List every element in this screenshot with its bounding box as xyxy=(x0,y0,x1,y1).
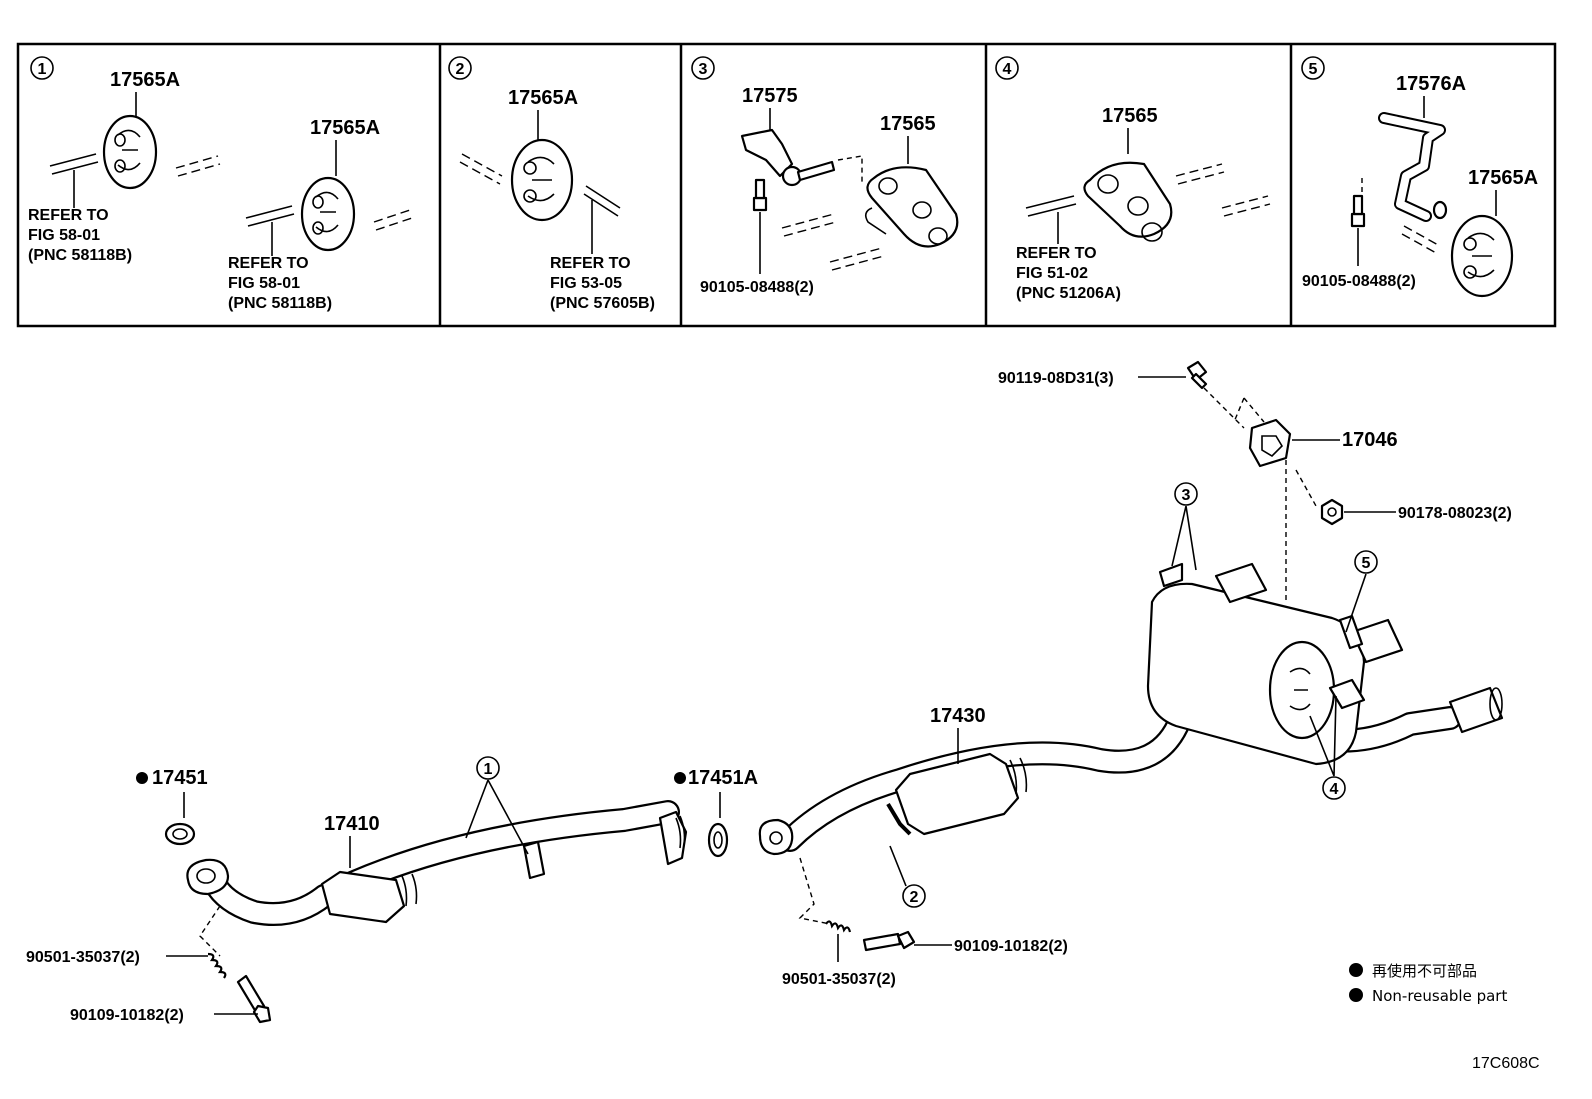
rear-spring-label: 90501-35037(2) xyxy=(782,971,896,988)
legend: 再使用不可部品 Non-reusable part xyxy=(1349,962,1507,1005)
callout-4: 4 xyxy=(1309,695,1346,800)
panel-2-ref-line1: REFER TO xyxy=(550,255,631,272)
panel-3: 3 17575 17565 90105-08488(2) xyxy=(691,56,959,296)
flange-icon xyxy=(186,858,230,896)
bolt-icon xyxy=(1350,194,1366,228)
hanger-rod-icon xyxy=(1378,112,1448,222)
gasket-left-label: 17451 xyxy=(152,767,208,789)
bolt-icon xyxy=(862,930,916,952)
panel-5: 5 17576A 90105-08488(2) 17565A xyxy=(1301,56,1538,298)
gasket-17451a: 17451A xyxy=(674,767,758,858)
panel-3-bolt-label: 90105-08488(2) xyxy=(700,279,814,296)
tailpipe-assembly-17430 xyxy=(758,562,1504,856)
callout-1: 1 xyxy=(465,756,529,855)
rubber-hanger-icon xyxy=(300,176,356,252)
panel-1-ref-a-line3: (PNC 58118B) xyxy=(28,247,132,264)
rubber-block-icon xyxy=(1083,161,1173,242)
hanger-bracket-icon xyxy=(740,128,836,187)
panel-1: 1 17565A REFER TO FIG 58-01 (PNC 58118B)… xyxy=(28,56,413,312)
panel-3-bracket-label: 17575 xyxy=(742,85,798,107)
rear-mount-group: 90119-08D31(3) 17046 90178-08023(2) xyxy=(998,360,1512,600)
mount-bolt-label: 90119-08D31(3) xyxy=(998,370,1114,387)
panel-5-hanger-label: 17565A xyxy=(1468,167,1538,189)
panel-1-ref-a-line1: REFER TO xyxy=(28,207,109,224)
spring-icon xyxy=(825,920,852,933)
panel-1-part-label-b: 17565A xyxy=(310,117,380,139)
spring-icon xyxy=(207,952,227,979)
panel-1-ref-b-line2: FIG 58-01 xyxy=(228,275,300,292)
panel-1-part-label-a: 17565A xyxy=(110,69,180,91)
panel-1-ref-b-line1: REFER TO xyxy=(228,255,309,272)
nut-icon xyxy=(1320,498,1344,526)
callout-4-number: 4 xyxy=(1330,781,1339,798)
callout-5-number: 5 xyxy=(1362,555,1371,572)
panel-4-part-label: 17565 xyxy=(1102,105,1158,127)
rubber-block-icon xyxy=(864,166,959,248)
panel-3-number: 3 xyxy=(699,61,708,78)
gasket-17451: 17451 xyxy=(136,767,208,846)
panel-2-ref-line3: (PNC 57605B) xyxy=(550,295,655,312)
callout-2-number: 2 xyxy=(910,889,919,906)
gasket-right-label: 17451A xyxy=(688,767,758,789)
callout-5: 5 xyxy=(1345,550,1378,633)
diagram-code: 17C608C xyxy=(1472,1055,1540,1072)
tailpipe-label: 17430 xyxy=(930,705,986,727)
panel-4-number: 4 xyxy=(1003,61,1012,78)
panel-4: 4 17565 REFER TO FIG 51-02 (PNC 51206A) xyxy=(995,56,1271,302)
panel-2-part-label: 17565A xyxy=(508,87,578,109)
panel-1-ref-a-line2: FIG 58-01 xyxy=(28,227,100,244)
bolt-icon xyxy=(236,974,272,1024)
legend-japanese: 再使用不可部品 xyxy=(1372,962,1477,980)
callout-2: 2 xyxy=(889,845,926,908)
panel-3-hanger-label: 17565 xyxy=(880,113,936,135)
bracket-icon xyxy=(1248,418,1292,468)
panel-1-ref-b-line3: (PNC 58118B) xyxy=(228,295,332,312)
panel-4-ref-line1: REFER TO xyxy=(1016,245,1097,262)
rubber-hanger-icon xyxy=(1450,214,1514,298)
panel-2: 2 17565A REFER TO FIG 53-05 (PNC 57605B) xyxy=(448,56,655,312)
flange-icon xyxy=(758,818,794,856)
panel-5-number: 5 xyxy=(1309,61,1318,78)
front-pipe-assembly-17410 xyxy=(186,800,688,926)
callout-1-number: 1 xyxy=(484,761,493,778)
panel-2-ref-line2: FIG 53-05 xyxy=(550,275,622,292)
front-spring-label: 90501-35037(2) xyxy=(26,949,140,966)
rubber-hanger-icon xyxy=(102,114,158,190)
rear-bolt-label: 90109-10182(2) xyxy=(954,938,1068,955)
panel-4-ref-line3: (PNC 51206A) xyxy=(1016,285,1121,302)
bolt-icon xyxy=(752,178,768,212)
legend-english: Non-reusable part xyxy=(1372,987,1507,1005)
panel-5-bracket-label: 17576A xyxy=(1396,73,1466,95)
panel-1-number: 1 xyxy=(38,61,47,78)
rubber-hanger-icon xyxy=(510,138,574,222)
bracket-label: 17046 xyxy=(1342,429,1398,451)
front-bolt-label: 90109-10182(2) xyxy=(70,1007,184,1024)
panel-5-bolt-label: 90105-08488(2) xyxy=(1302,273,1416,290)
callout-3-number: 3 xyxy=(1182,487,1191,504)
callout-3: 3 xyxy=(1171,482,1198,571)
panel-4-ref-line2: FIG 51-02 xyxy=(1016,265,1088,282)
detail-panels xyxy=(16,42,1557,328)
nut-label: 90178-08023(2) xyxy=(1398,505,1512,522)
flange-bolt-icon xyxy=(1186,360,1208,390)
panel-2-number: 2 xyxy=(456,61,465,78)
front-pipe-label: 17410 xyxy=(324,813,380,835)
